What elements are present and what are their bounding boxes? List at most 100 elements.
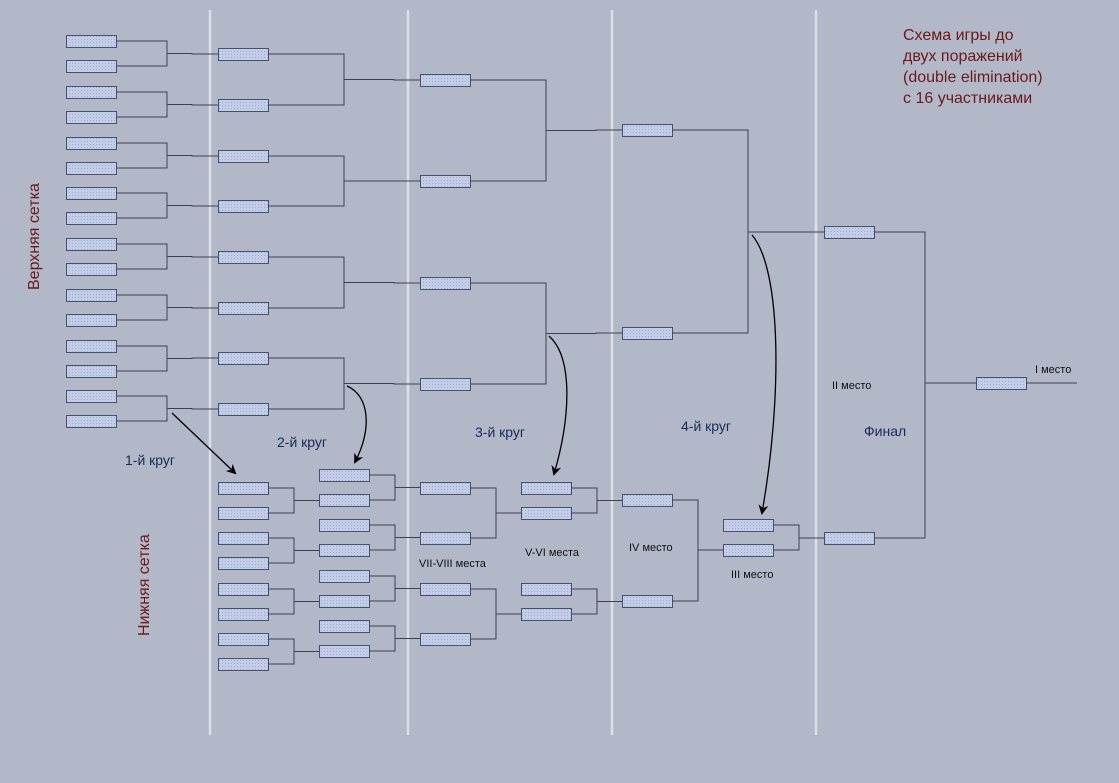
upper-r1-connector [116,192,218,219]
lower-final-slot [824,532,875,545]
lower-r3-slot [420,583,471,596]
fifth-sixth-place-label: V-VI места [525,547,580,559]
lower-r5-connector [672,499,723,602]
upper-r1-slot [66,187,117,200]
upper-r1-connector [116,243,218,270]
upper-r3-connector [470,282,622,385]
title-line-1: Схема игры до [903,27,1014,44]
upper-r4-slot [622,327,673,340]
third-place-label: III место [731,569,774,581]
lower-r2-connector [369,524,420,551]
upper-r1-slot [66,111,117,124]
upper-r1-slot [66,263,117,276]
upper-r1-slot [66,365,117,378]
lower-r4-slot [521,482,572,495]
round-2-label: 2-й круг [277,434,328,450]
arrow-round-2 [346,385,367,464]
lower-r1-slot [218,583,269,596]
lower-r1-connector [268,487,319,514]
lower-r2-slot [319,544,370,557]
upper-r1-slot [66,35,117,48]
lower-r6-slot [723,544,774,557]
round-4-label: 4-й круг [681,418,732,434]
upper-r2-slot [218,251,269,264]
upper-r2-connector [268,357,420,410]
lower-r1-connector [268,537,319,564]
upper-r2-slot [218,150,269,163]
lower-r2-slot [319,620,370,633]
lower-r2-slot [319,595,370,608]
lower-r3-slot [420,482,471,495]
lower-r4-connector [571,588,622,615]
lower-r6-slot [723,519,774,532]
upper-r3-slot [420,378,471,391]
lower-r3-connector [470,588,521,640]
upper-r3-slot [420,277,471,290]
diagram-title: Схема игры до двух поражений (double eli… [903,25,1113,109]
upper-r1-connector [116,395,218,422]
upper-r1-connector [116,91,218,118]
upper-r1-slot [66,137,117,150]
title-line-4: с 16 участниками [903,90,1033,107]
seventh-eighth-place-label: VII-VIII места [419,558,486,570]
upper-r1-slot [66,86,117,99]
upper-r3-slot [420,74,471,87]
lower-r3-slot [420,532,471,545]
lower-r3-connector [470,487,521,539]
lower-r2-slot [319,469,370,482]
lower-r5-slot [622,494,673,507]
first-place-label: I место [1035,364,1072,376]
upper-r1-slot [66,390,117,403]
upper-r1-slot [66,238,117,251]
lower-r1-slot [218,633,269,646]
round-1-label: 1-й круг [125,452,176,468]
title-line-3: (double elimination) [903,69,1043,86]
upper-r1-slot [66,289,117,302]
lower-r3-slot [420,633,471,646]
lower-r2-slot [319,494,370,507]
lower-r2-connector [369,575,420,602]
upper-r3-connector [470,79,622,182]
upper-r1-slot [66,314,117,327]
upper-r1-slot [66,60,117,73]
lower-r1-connector [268,638,319,665]
lower-r1-slot [218,482,269,495]
upper-r2-slot [218,302,269,315]
lower-r2-slot [319,519,370,532]
upper-r2-slot [218,352,269,365]
upper-final-slot [824,226,875,239]
upper-r1-slot [66,415,117,428]
lower-r4-connector [571,487,622,514]
upper-r3-slot [420,175,471,188]
upper-bracket-label: Верхняя сетка [26,183,43,290]
lower-r2-connector [369,474,420,501]
lower-r4-slot [521,608,572,621]
lower-r1-slot [218,608,269,621]
lower-r4-slot [521,507,572,520]
lower-r1-slot [218,658,269,671]
lower-r6-connector [773,524,824,551]
grand-final-connector [874,231,976,539]
upper-r2-slot [218,403,269,416]
lower-r2-slot [319,570,370,583]
lower-r1-slot [218,532,269,545]
lower-r2-slot [319,645,370,658]
upper-r1-connector [116,345,218,372]
lower-r1-slot [218,557,269,570]
lower-r5-slot [622,595,673,608]
upper-r2-connector [268,256,420,309]
upper-r1-slot [66,162,117,175]
arrow-round-4 [751,234,777,515]
upper-r2-slot [218,48,269,61]
lower-r4-slot [521,583,572,596]
round-3-label: 3-й круг [475,424,526,440]
upper-r1-slot [66,212,117,225]
title-line-2: двух поражений [903,48,1023,65]
upper-r1-connector [116,40,218,67]
upper-r4-connector [672,129,824,334]
upper-r1-slot [66,340,117,353]
upper-r4-slot [622,124,673,137]
upper-r2-connector [268,155,420,207]
